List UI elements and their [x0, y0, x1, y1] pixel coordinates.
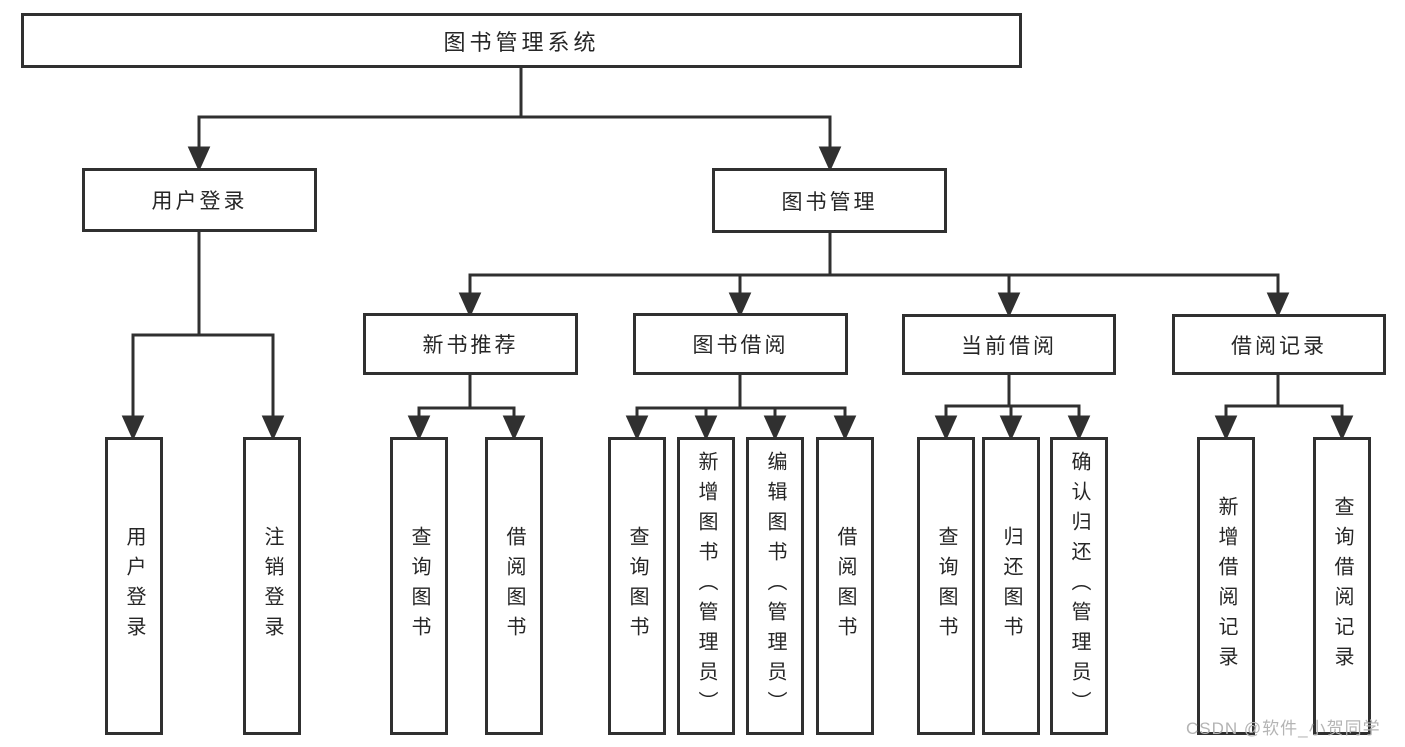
node-logout-action: 注销登录 — [243, 437, 301, 735]
node-br-add-record: 新增借阅记录 — [1197, 437, 1255, 735]
node-label: 图书管理 — [781, 190, 878, 214]
connector-current-borrow-to-children — [934, 375, 1091, 441]
node-borrow-records: 借阅记录 — [1172, 314, 1386, 375]
node-nbr-query-books: 查询图书 — [390, 437, 448, 735]
node-label: 新增借阅记录 — [1215, 496, 1237, 676]
node-book-borrow: 图书借阅 — [633, 313, 848, 375]
connector-user-login-to-children — [121, 232, 285, 441]
watermark: CSDN @软件_小贺同学 — [1186, 719, 1381, 738]
node-bb-add-books-admin: 新增图书（管理员） — [677, 437, 735, 735]
node-label: 新增图书（管理员） — [695, 451, 717, 721]
node-bb-borrow-books: 借阅图书 — [816, 437, 874, 735]
node-current-borrow: 当前借阅 — [902, 314, 1116, 375]
node-label: 图书管理系统 — [443, 29, 600, 55]
node-cb-confirm-return-admin: 确认归还（管理员） — [1050, 437, 1108, 735]
connector-root-to-level2 — [187, 68, 842, 172]
node-label: 用户登录 — [123, 526, 145, 646]
node-user-login-action: 用户登录 — [105, 437, 163, 735]
connector-book-mgmt-to-level3 — [458, 233, 1290, 318]
connector-borrow-records-to-children — [1214, 375, 1354, 441]
node-label: 图书借阅 — [692, 334, 789, 357]
node-label: 归还图书 — [1000, 526, 1022, 646]
node-label: 查询借阅记录 — [1331, 496, 1353, 676]
node-label: 注销登录 — [261, 526, 283, 646]
node-label: 确认归还（管理员） — [1068, 451, 1090, 721]
connector-new-book-rec-to-children — [407, 375, 526, 441]
node-label: 借阅图书 — [503, 526, 525, 646]
node-label: 当前借阅 — [961, 334, 1057, 358]
node-label: 新书推荐 — [422, 334, 519, 357]
node-label: 编辑图书（管理员） — [764, 451, 786, 721]
node-user-login: 用户登录 — [82, 168, 317, 232]
node-bb-edit-books-admin: 编辑图书（管理员） — [746, 437, 804, 735]
node-cb-return-books: 归还图书 — [982, 437, 1040, 735]
node-label: 查询图书 — [626, 526, 648, 646]
node-bb-query-books: 查询图书 — [608, 437, 666, 735]
node-root: 图书管理系统 — [21, 13, 1022, 68]
node-label: 借阅图书 — [834, 526, 856, 646]
node-br-query-record: 查询借阅记录 — [1313, 437, 1371, 735]
node-label: 查询图书 — [408, 526, 430, 646]
node-cb-query-books: 查询图书 — [917, 437, 975, 735]
node-book-management: 图书管理 — [712, 168, 947, 233]
node-nbr-borrow-books: 借阅图书 — [485, 437, 543, 735]
node-label: 借阅记录 — [1231, 334, 1327, 358]
node-label: 查询图书 — [935, 526, 957, 646]
node-new-book-recommend: 新书推荐 — [363, 313, 578, 375]
node-label: 用户登录 — [151, 190, 248, 213]
connector-book-borrow-to-children — [625, 375, 857, 441]
